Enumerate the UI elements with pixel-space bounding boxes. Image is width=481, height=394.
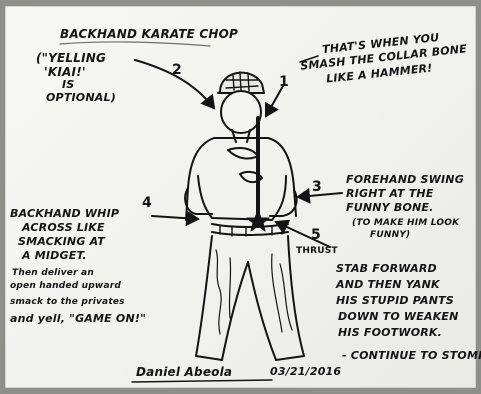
callout-4-line-7: smack to the privates bbox=[10, 297, 125, 307]
callout-5-line-1: STAB FORWARD bbox=[336, 263, 437, 275]
page-title: BACKHAND KARATE CHOP bbox=[60, 28, 238, 40]
arrow-5 bbox=[276, 222, 330, 247]
callout-4-line-5: Then deliver an bbox=[12, 268, 94, 278]
callout-5-label: THRUST bbox=[296, 246, 338, 256]
yelling-note-line-4: OPTIONAL) bbox=[46, 92, 116, 104]
yelling-note-line-2: 'KIAI!' bbox=[44, 66, 86, 78]
callout-5-line-3: HIS STUPID PANTS bbox=[336, 295, 454, 307]
arrow-1 bbox=[266, 86, 283, 116]
callout-5-line-5: HIS FOOTWORK. bbox=[338, 327, 442, 339]
signature: Daniel Abeola bbox=[136, 366, 232, 378]
belt bbox=[212, 224, 288, 235]
callout-4-line-2: ACROSS LIKE bbox=[22, 222, 105, 234]
callout-3-line-2: RIGHT AT THE bbox=[346, 188, 434, 200]
callout-4-line-6: open handed upward bbox=[10, 281, 121, 291]
yelling-note-line-3: IS bbox=[62, 79, 74, 91]
callout-3-line-3: FUNNY BONE. bbox=[346, 202, 434, 214]
head bbox=[221, 91, 261, 133]
underline-title bbox=[60, 42, 210, 46]
callout-4-line-4: A MIDGET. bbox=[22, 250, 87, 262]
closing-note: - CONTINUE TO STOMP... bbox=[342, 350, 481, 362]
callout-3-line-5: FUNNY) bbox=[370, 230, 410, 240]
pants bbox=[196, 236, 304, 360]
callout-4-number: 4 bbox=[142, 197, 152, 209]
callout-5-line-4: DOWN TO WEAKEN bbox=[338, 311, 459, 323]
callout-4-line-1: BACKHAND WHIP bbox=[10, 208, 119, 220]
signature-line bbox=[132, 380, 272, 382]
callout-3-line-1: FOREHAND SWING bbox=[346, 174, 464, 186]
callout-3-number: 3 bbox=[312, 181, 322, 193]
callout-3-line-4: (TO MAKE HIM LOOK bbox=[352, 218, 459, 228]
callout-5-number: 5 bbox=[311, 229, 321, 241]
yelling-note-line-1: ("YELLING bbox=[36, 52, 106, 64]
right-arm bbox=[270, 190, 297, 216]
callout-2-number: 2 bbox=[172, 64, 182, 76]
arrow-4 bbox=[152, 216, 198, 219]
callout-1-number: 1 bbox=[279, 76, 289, 88]
callout-4-line-8: and yell, "GAME ON!" bbox=[10, 313, 146, 325]
callout-4-line-3: SMACKING AT bbox=[18, 236, 105, 248]
date: 03/21/2016 bbox=[270, 366, 341, 378]
callout-5-line-2: AND THEN YANK bbox=[336, 279, 440, 291]
